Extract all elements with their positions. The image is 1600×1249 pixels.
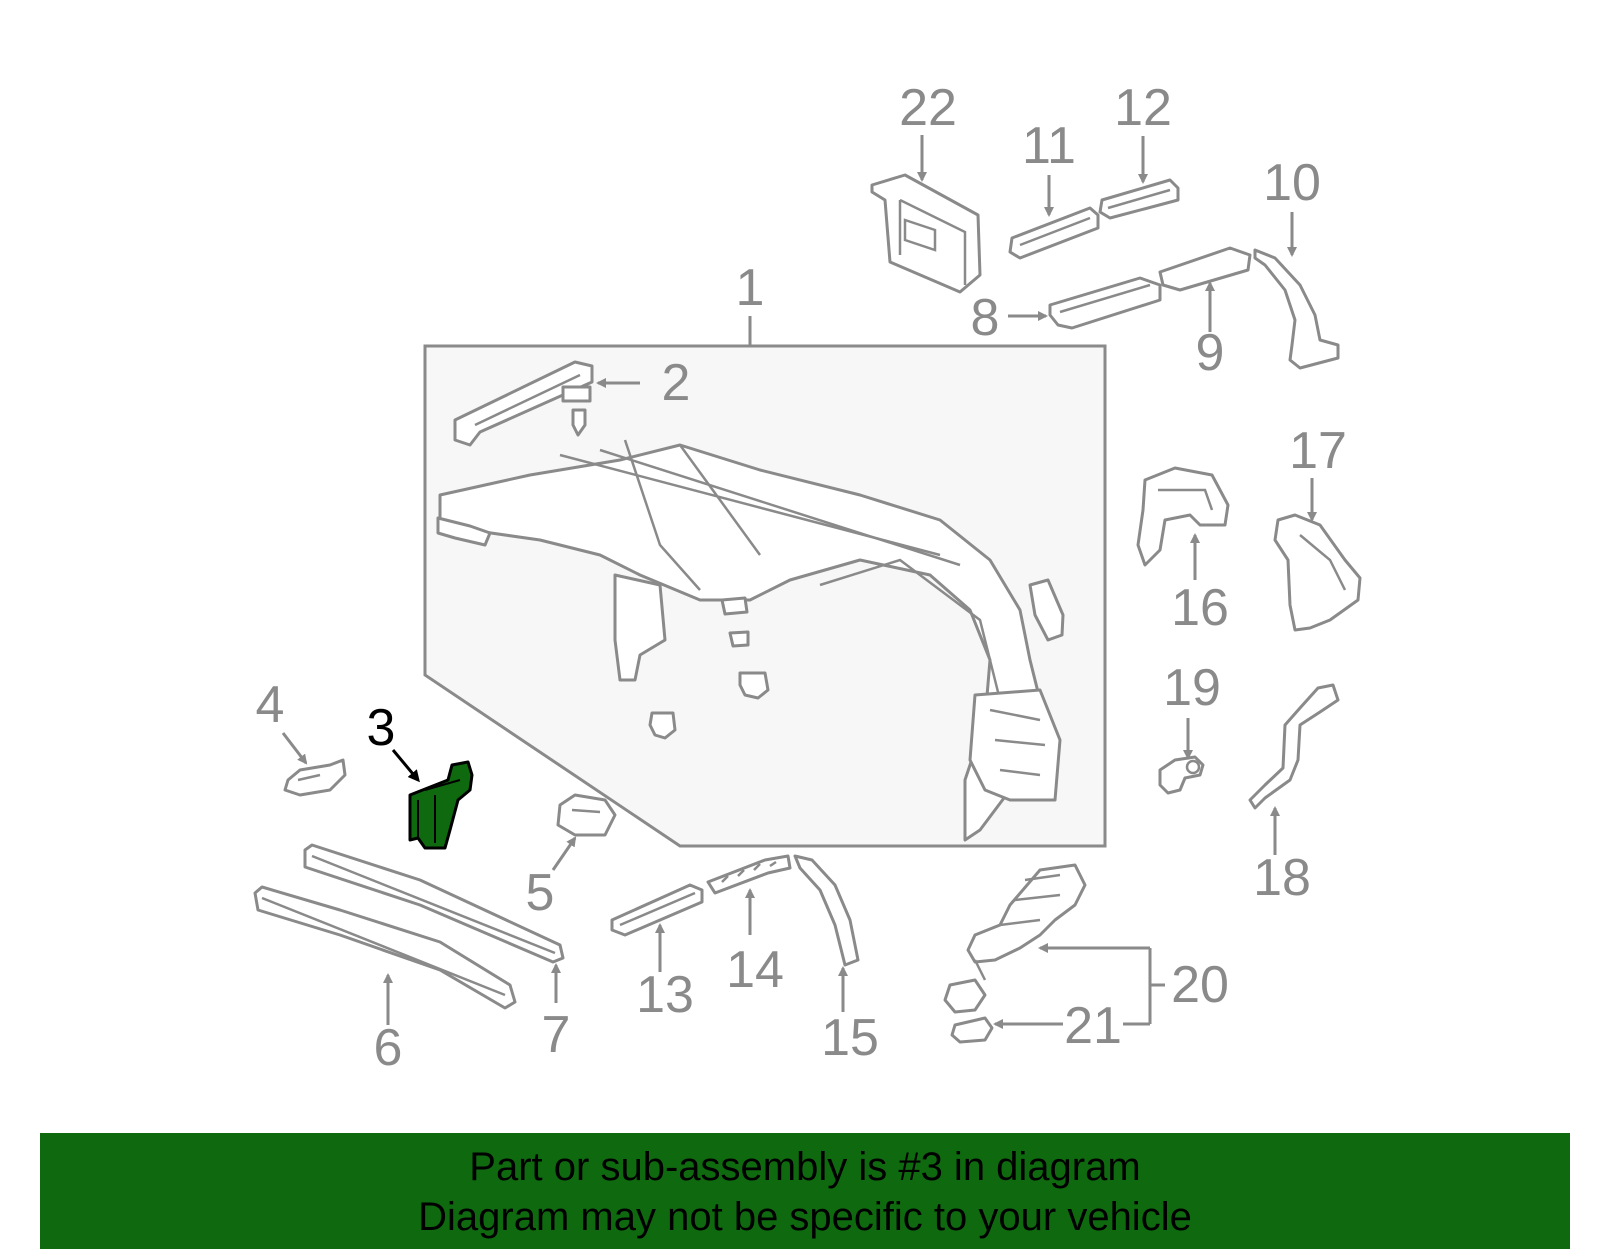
part-13-seal[interactable]: 13 xyxy=(610,883,704,1024)
leader-4 xyxy=(281,732,308,765)
callout-17: 17 xyxy=(1289,422,1347,480)
part-16-bracket[interactable]: 16 xyxy=(1136,466,1230,637)
callout-14: 14 xyxy=(726,941,784,999)
callout-22: 22 xyxy=(899,79,957,137)
part-12-seal[interactable]: 12 xyxy=(1098,79,1180,220)
part-9-seal[interactable]: 9 xyxy=(1158,246,1252,382)
callout-10: 10 xyxy=(1263,154,1321,212)
callout-3: 3 xyxy=(367,699,396,757)
callout-20: 20 xyxy=(1171,956,1229,1014)
part-20-motor-assembly[interactable]: 20 xyxy=(943,863,1229,1024)
callout-6: 6 xyxy=(374,1019,403,1077)
callout-2: 2 xyxy=(662,354,691,412)
part-17-bracket[interactable]: 17 xyxy=(1273,422,1362,632)
info-banner: Part or sub-assembly is #3 in diagram Di… xyxy=(40,1133,1570,1249)
part-22-module[interactable]: 22 xyxy=(870,79,982,294)
part-11-seal[interactable]: 11 xyxy=(1008,117,1100,260)
callout-8: 8 xyxy=(971,289,1000,347)
callout-9: 9 xyxy=(1196,324,1225,382)
part-4-latch[interactable]: 4 xyxy=(256,676,347,797)
part-3-bracket[interactable]: 3 xyxy=(367,699,474,850)
part-15-seal[interactable]: 15 xyxy=(793,854,879,1067)
callout-5: 5 xyxy=(526,864,555,922)
leader-5 xyxy=(551,836,577,871)
callout-4: 4 xyxy=(256,676,285,734)
callout-19: 19 xyxy=(1163,659,1221,717)
part-14-seal[interactable]: 14 xyxy=(706,854,792,999)
callout-21: 21 xyxy=(1064,997,1122,1055)
part-1-frame-assembly[interactable]: 1 xyxy=(423,259,1107,848)
part-18-link[interactable]: 18 xyxy=(1248,683,1340,907)
callout-18: 18 xyxy=(1253,849,1311,907)
callout-12: 12 xyxy=(1114,79,1172,137)
part-2-rail[interactable]: 2 xyxy=(596,354,691,412)
part-19-fastener[interactable]: 19 xyxy=(1158,659,1221,795)
callout-16: 16 xyxy=(1171,579,1229,637)
banner-part-note: Part or sub-assembly is #3 in diagram xyxy=(469,1145,1141,1189)
callout-15: 15 xyxy=(821,1009,879,1067)
part-7-seal[interactable]: 7 xyxy=(303,843,571,1064)
callout-11: 11 xyxy=(1022,117,1076,175)
part-8-seal[interactable]: 8 xyxy=(971,276,1162,347)
part-21-pump[interactable]: 21 xyxy=(950,997,1150,1055)
leader-3 xyxy=(391,749,420,783)
part-6-seal[interactable]: 6 xyxy=(253,885,517,1077)
callout-1: 1 xyxy=(736,259,765,317)
callout-13: 13 xyxy=(636,966,694,1024)
banner-disclaimer: Diagram may not be specific to your vehi… xyxy=(418,1195,1192,1239)
part-10-seal[interactable]: 10 xyxy=(1253,154,1340,370)
part-5-pad[interactable]: 5 xyxy=(526,793,617,922)
callout-7: 7 xyxy=(542,1006,571,1064)
